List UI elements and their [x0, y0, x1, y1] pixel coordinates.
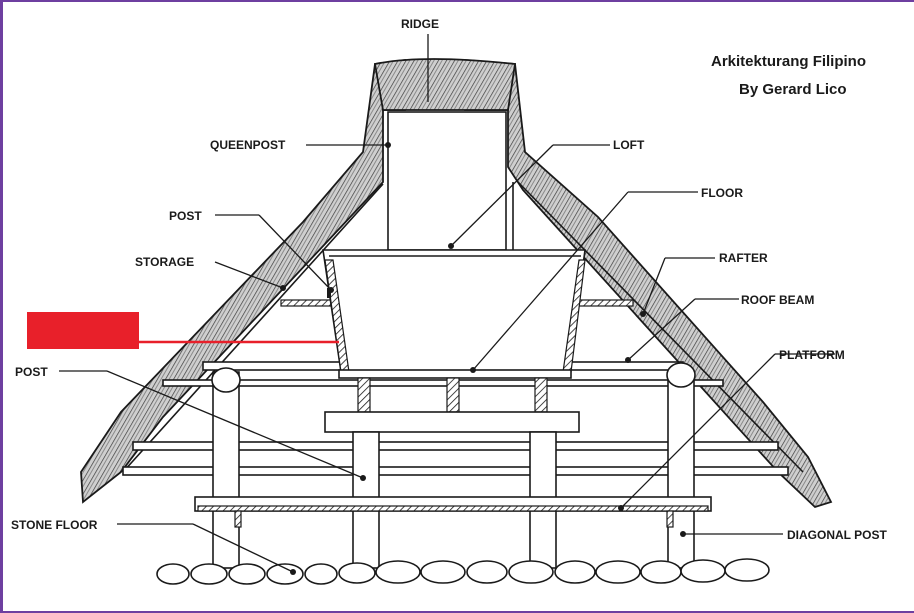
loft-box: [387, 111, 514, 251]
label-stone-floor: STONE FLOOR: [11, 518, 98, 532]
label-floor: FLOOR: [701, 186, 743, 200]
label-rafter: RAFTER: [719, 251, 768, 265]
label-post-lower: POST: [15, 365, 48, 379]
label-roof-beam: ROOF BEAM: [741, 293, 814, 307]
label-queenpost: QUEENPOST: [210, 138, 286, 152]
credit-author: By Gerard Lico: [739, 81, 847, 98]
label-diagonal-post: DIAGONAL POST: [787, 528, 887, 542]
leader-lines: [59, 34, 835, 575]
label-loft: LOFT: [613, 138, 645, 152]
rafters: [122, 181, 804, 473]
credit-block: Arkitekturang Filipino By Gerard Lico: [711, 53, 866, 98]
credit-title: Arkitekturang Filipino: [711, 53, 866, 70]
label-post-upper: POST: [169, 209, 202, 223]
storage-granary: [322, 249, 586, 379]
red-redaction-box: [27, 312, 139, 349]
stone-floor: [156, 558, 770, 585]
label-platform: PLATFORM: [779, 348, 845, 362]
label-storage: STORAGE: [135, 255, 194, 269]
thatch-roof: [80, 58, 833, 509]
lower-platform-beam: [194, 496, 712, 528]
platform-board: [324, 411, 580, 433]
redaction-marker: [27, 312, 339, 349]
part-labels: RIDGE QUEENPOST LOFT FLOOR POST STORAGE …: [11, 17, 887, 542]
label-ridge: RIDGE: [401, 17, 439, 31]
house-diagram: RIDGE QUEENPOST LOFT FLOOR POST STORAGE …: [11, 17, 887, 585]
